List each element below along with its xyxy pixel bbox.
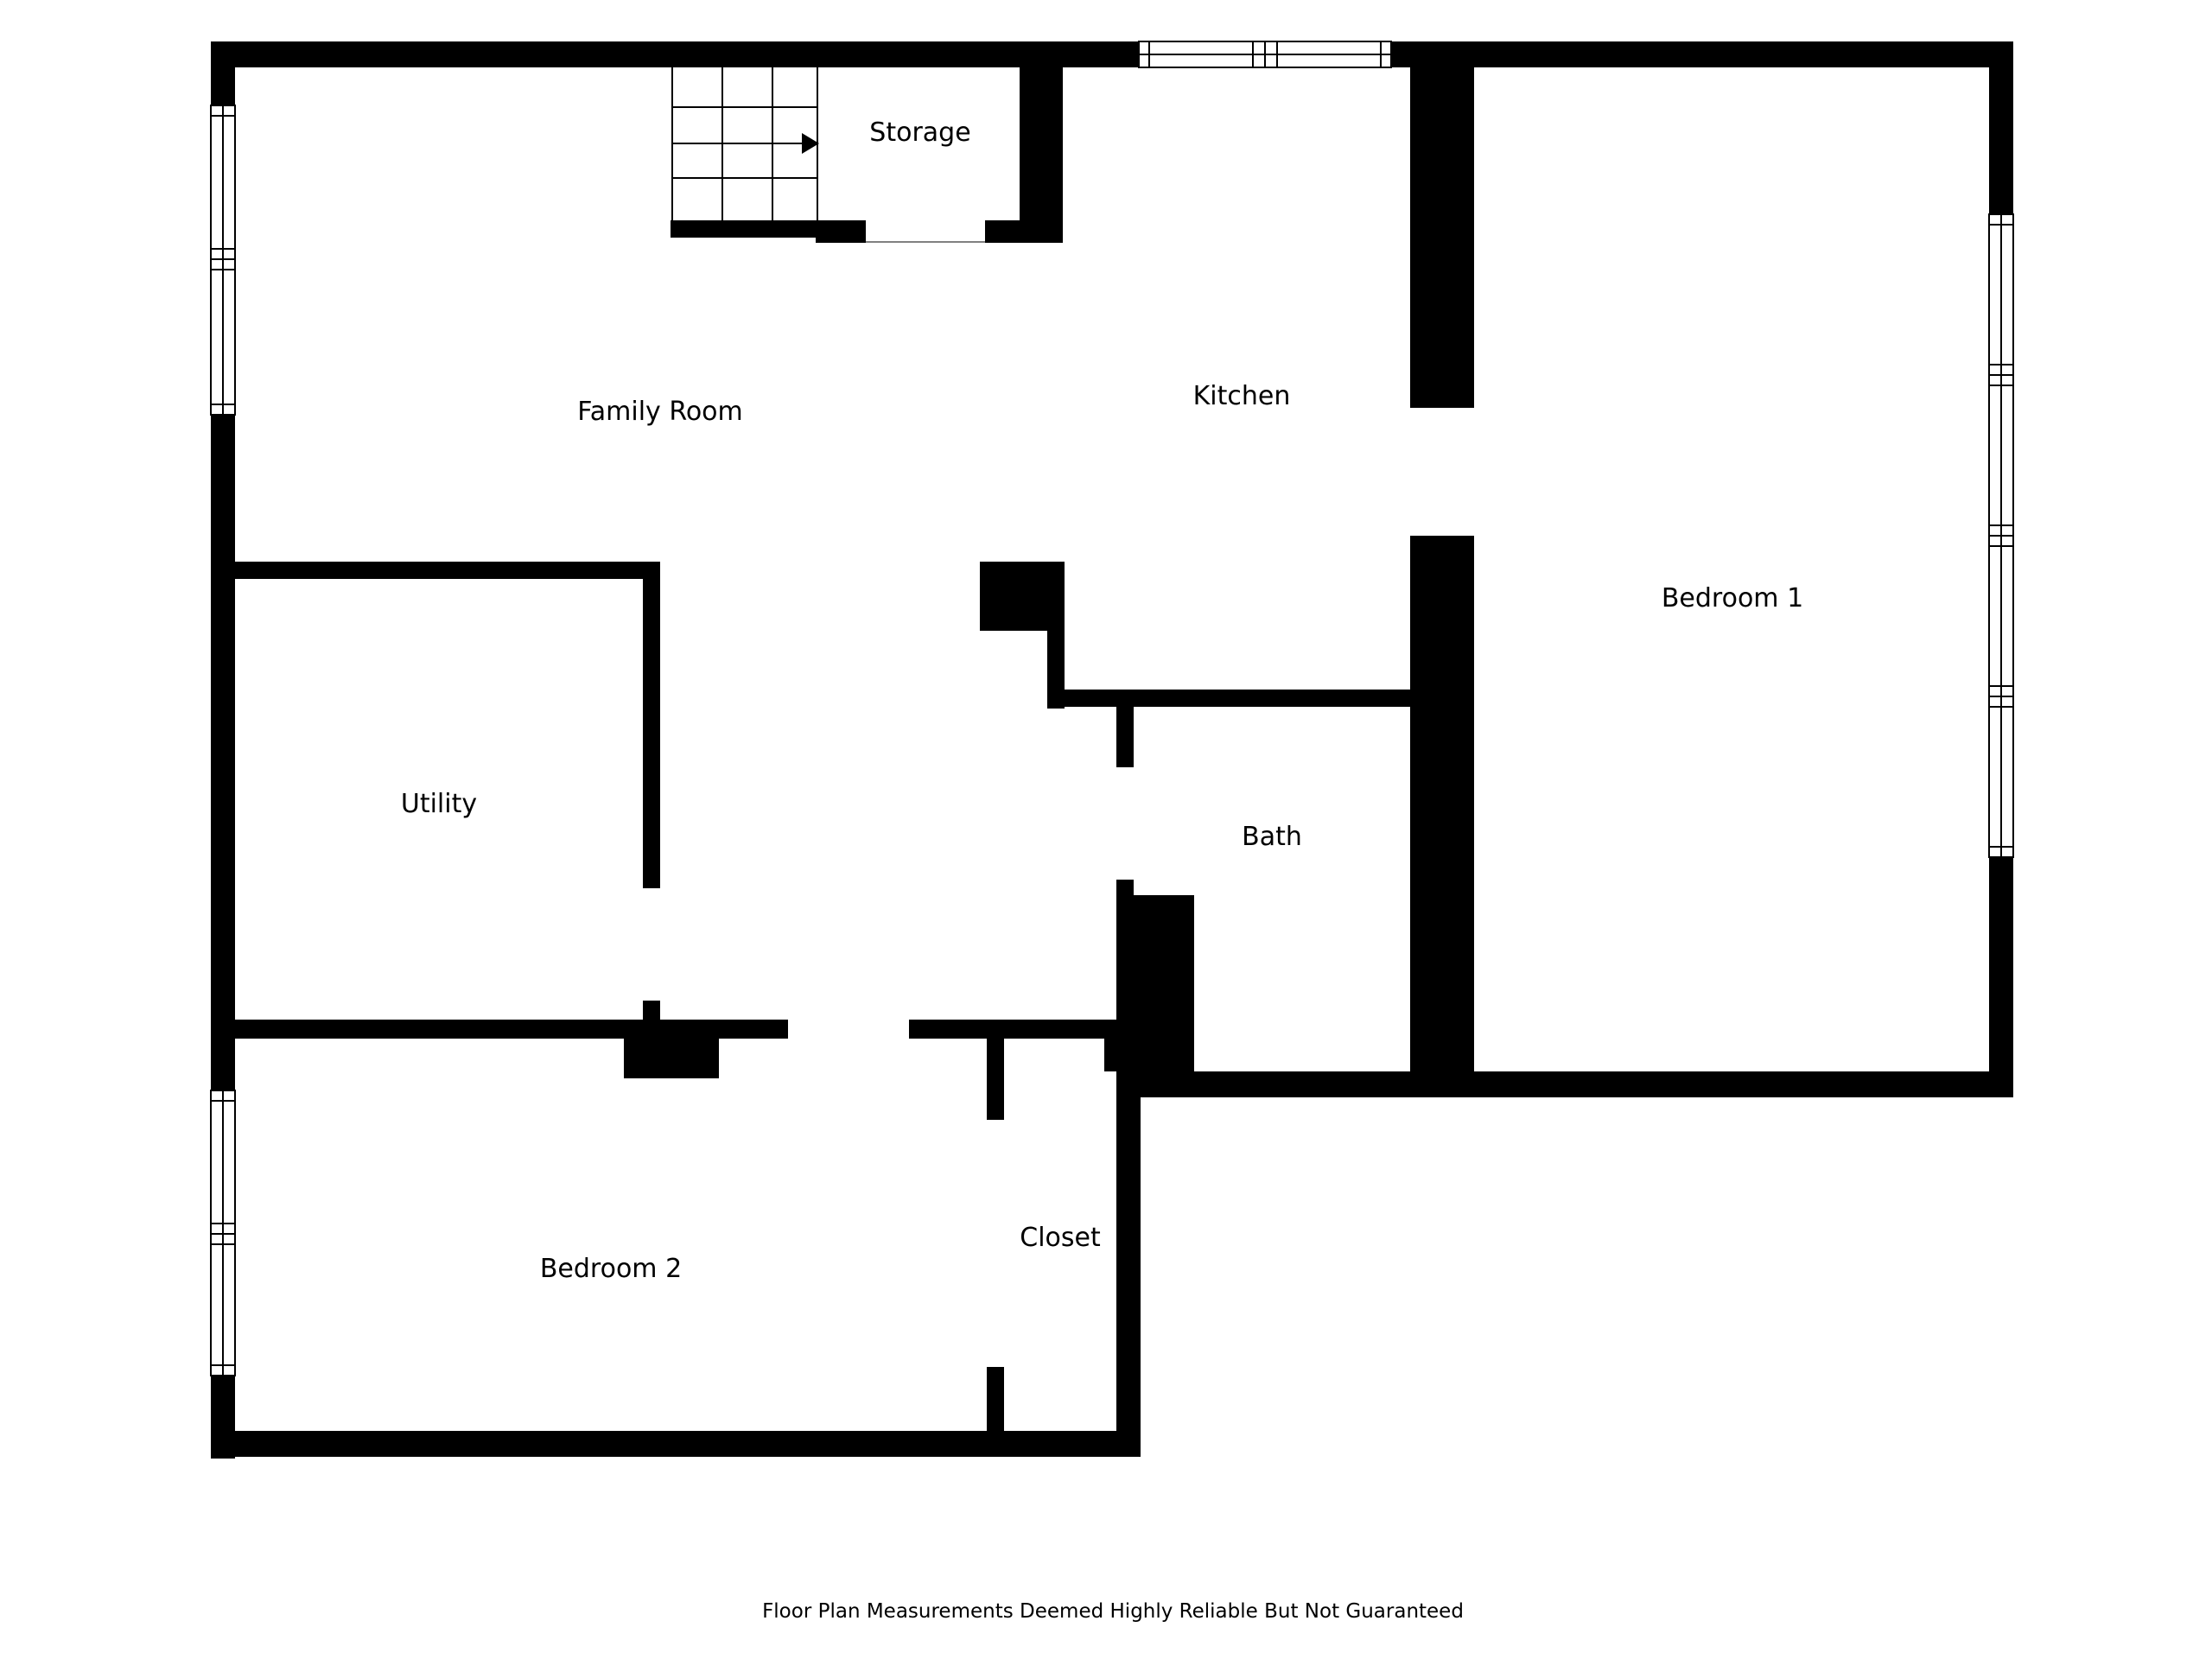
wall-closet-left-lower xyxy=(987,1367,1004,1457)
wall-bedroom1-lower xyxy=(1410,536,1474,1097)
wall-bedroom1-upper xyxy=(1410,41,1474,408)
wall-closet-right xyxy=(1116,1037,1141,1457)
wall-kitchen-bottom xyxy=(1047,690,1474,707)
window-bedroom-1 xyxy=(1988,213,2014,858)
wall-bath-corner-notch xyxy=(1104,1037,1134,1071)
windows xyxy=(210,41,2014,1376)
wall-utility-top xyxy=(211,562,660,579)
disclaimer-text: Floor Plan Measurements Deemed Highly Re… xyxy=(762,1600,1464,1623)
window-family-room xyxy=(210,105,236,416)
room-label-closet: Closet xyxy=(1020,1223,1101,1253)
wall-top-left xyxy=(211,41,1142,67)
room-label-bath: Bath xyxy=(1242,822,1302,852)
window-kitchen xyxy=(1138,41,1392,68)
room-label-bedroom-2: Bedroom 2 xyxy=(540,1254,682,1284)
window-bedroom-2 xyxy=(210,1090,236,1376)
stairs-arrow-icon xyxy=(802,133,819,154)
wall-storage-bottom-strip xyxy=(816,220,866,243)
room-labels: Storage Family Room Kitchen Bedroom 1 Ut… xyxy=(401,118,1803,1284)
wall-utility-right-upper xyxy=(643,562,660,888)
walls xyxy=(211,41,2013,1459)
wall-bedroom2-top-right xyxy=(909,1020,1123,1039)
wall-kitchen-pillar-stem xyxy=(1047,562,1065,709)
room-label-storage: Storage xyxy=(869,118,970,148)
wall-closet-left-upper xyxy=(987,1020,1004,1120)
room-label-family-room: Family Room xyxy=(577,397,743,427)
room-label-kitchen: Kitchen xyxy=(1193,381,1291,411)
wall-bath-left-upper xyxy=(1116,690,1134,767)
stairs xyxy=(671,67,819,220)
wall-bottom-left xyxy=(211,1431,1141,1457)
wall-top-right xyxy=(1391,41,2013,67)
room-label-bedroom-1: Bedroom 1 xyxy=(1662,583,1803,613)
wall-bedroom2-pillar xyxy=(624,1020,719,1078)
room-label-utility: Utility xyxy=(401,789,477,819)
wall-bottom-right xyxy=(1116,1071,2013,1097)
wall-storage-right xyxy=(1020,41,1063,243)
